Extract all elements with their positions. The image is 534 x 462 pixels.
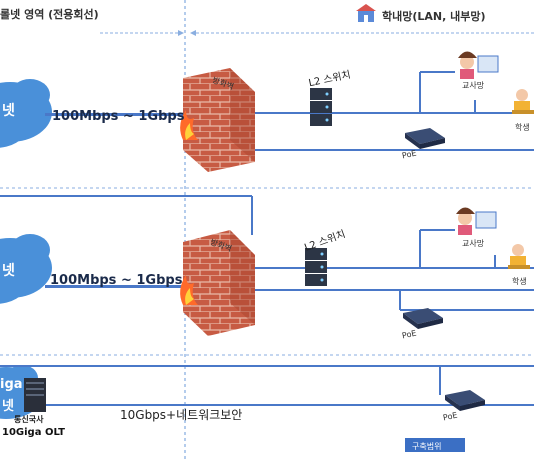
firewall-icon bbox=[180, 230, 255, 336]
teacher-label: 교사망 bbox=[462, 239, 485, 248]
cloud-label: iga bbox=[0, 377, 23, 392]
section-1 bbox=[0, 51, 534, 172]
student-label: 학생 bbox=[515, 123, 530, 132]
scope-label: 구축범위 bbox=[412, 442, 442, 451]
poe-icon bbox=[403, 308, 443, 329]
switch-icon bbox=[310, 88, 332, 126]
olt-site-label: 통신국사 bbox=[14, 415, 44, 424]
cloud-label: 넷 bbox=[2, 399, 14, 414]
cloud-icon bbox=[0, 234, 52, 304]
link-speed-label: 10Gbps+네트워크보안 bbox=[120, 408, 243, 422]
olt-label: 10Giga OLT bbox=[2, 427, 65, 438]
cloud-label: 넷 bbox=[2, 263, 15, 279]
cloud-label: 넷 bbox=[2, 103, 15, 119]
poe-icon bbox=[405, 128, 445, 149]
firewall-icon bbox=[180, 68, 255, 172]
cloud-icon bbox=[0, 79, 52, 148]
student-icon bbox=[512, 89, 534, 114]
teacher-label: 교사망 bbox=[462, 81, 485, 90]
poe-icon bbox=[445, 390, 485, 411]
scope-box bbox=[405, 438, 465, 452]
zone-title-left: 롤넷 영역 (전용회선) bbox=[0, 8, 99, 21]
link-speed-label: 100Mbps ~ 1Gbps bbox=[52, 109, 185, 124]
section-2 bbox=[0, 195, 534, 336]
teacher-icon bbox=[458, 51, 499, 79]
zone-title-right: 학내망(LAN, 내부망) bbox=[382, 10, 486, 23]
teacher-icon bbox=[456, 207, 497, 235]
link-speed-label: 100Mbps ~ 1Gbps bbox=[50, 273, 183, 288]
switch-icon bbox=[305, 248, 327, 286]
student-icon bbox=[508, 244, 530, 269]
section-3 bbox=[0, 365, 534, 452]
student-label: 학생 bbox=[512, 277, 527, 286]
school-icon bbox=[355, 2, 377, 24]
olt-server-icon bbox=[24, 378, 46, 412]
